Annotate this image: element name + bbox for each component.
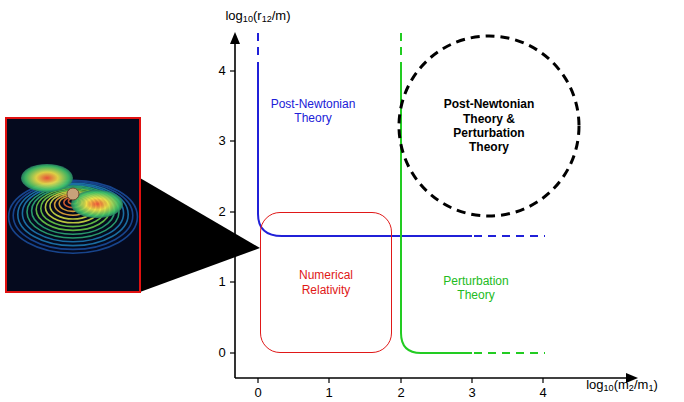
illustration <box>6 118 260 292</box>
pointer-wedge <box>140 178 260 292</box>
x-tick <box>257 378 258 383</box>
node-text: Numerical Relativity <box>284 268 368 297</box>
x-tick <box>400 378 401 383</box>
axis-label: log10(m2/m1) <box>567 378 677 393</box>
wave-ring <box>13 182 133 250</box>
tick-number: 3 <box>212 134 232 149</box>
boundary-dashed <box>400 33 402 60</box>
axis-label: log10(r12/m) <box>188 9 328 24</box>
numerical-relativity-box: Numerical Relativity <box>260 212 392 353</box>
boundary-dashed <box>257 33 259 60</box>
y-tick <box>230 352 235 353</box>
tick-marks <box>230 71 543 383</box>
boundary-dashed <box>474 352 545 354</box>
y-tick <box>230 70 235 71</box>
x-tick <box>542 378 543 383</box>
y-axis-arrow <box>230 32 240 44</box>
boundary-dashed <box>474 235 545 237</box>
tick-number: 1 <box>319 386 339 401</box>
y-tick <box>230 281 235 282</box>
tick-number: 0 <box>248 386 268 401</box>
tick-number: 0 <box>212 346 232 361</box>
region-label: Post-Newtonian Theory <box>263 98 363 126</box>
x-axis <box>235 377 630 379</box>
node-text: Post-Newtonian Theory & Perturbation The… <box>434 97 544 155</box>
tick-number: 2 <box>212 205 232 220</box>
wave-ring <box>9 180 138 253</box>
overlap-circle: Post-Newtonian Theory & Perturbation The… <box>397 34 581 218</box>
illustration-frame <box>6 118 140 292</box>
tick-number: 2 <box>391 386 411 401</box>
wave-lobe <box>21 164 73 192</box>
wave-rendering <box>9 164 138 253</box>
boundary-solid <box>258 62 472 236</box>
wave-ring <box>22 185 123 242</box>
black-hole <box>67 188 79 200</box>
tick-number: 3 <box>462 386 482 401</box>
x-tick <box>471 378 472 383</box>
dashed-circle <box>399 36 579 216</box>
perturbation-boundary <box>401 33 545 353</box>
y-tick <box>230 211 235 212</box>
tick-number: 1 <box>212 275 232 290</box>
y-tick <box>230 140 235 141</box>
tick-number: 4 <box>212 64 232 79</box>
y-axis <box>234 40 236 378</box>
x-tick <box>328 378 329 383</box>
tick-number: 4 <box>533 386 553 401</box>
wave-ring <box>18 183 128 245</box>
region-label: Perturbation Theory <box>433 275 519 303</box>
